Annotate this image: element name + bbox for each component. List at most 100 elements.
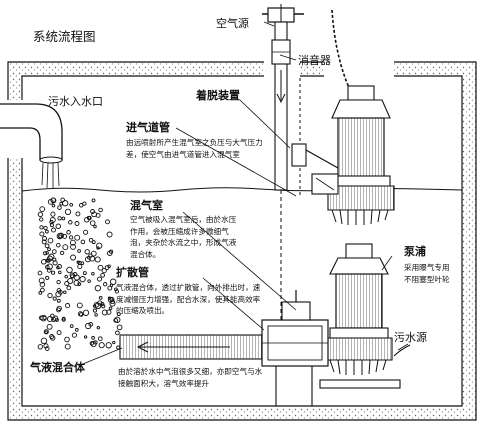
air-bubble <box>105 342 112 349</box>
air-bubble <box>108 306 113 311</box>
air-bubble <box>77 311 83 317</box>
air-bubble <box>107 296 112 300</box>
air-bubble <box>64 280 70 287</box>
air-bubble <box>82 309 90 316</box>
air-bubble <box>74 221 80 226</box>
label-pump: 泵浦 <box>404 245 426 258</box>
air-bubble <box>97 276 102 282</box>
air-bubble <box>87 215 92 221</box>
air-bubble <box>78 312 84 317</box>
air-bubble <box>92 308 97 313</box>
air-bubble <box>43 343 49 349</box>
air-bubble <box>39 231 45 237</box>
air-bubble <box>98 342 105 349</box>
inlet-pipe <box>0 103 63 189</box>
air-bubble <box>46 323 53 330</box>
air-bubble <box>98 207 103 213</box>
air-bubble <box>64 343 71 350</box>
air-bubble <box>52 257 57 262</box>
air-bubble <box>94 313 98 317</box>
air-bubble <box>112 340 116 345</box>
air-bubble <box>44 330 48 334</box>
air-bubble <box>61 317 66 322</box>
upper-aerator <box>291 85 395 225</box>
air-bubble <box>64 208 72 216</box>
air-bubble <box>47 199 54 205</box>
air-bubble <box>57 205 62 210</box>
air-bubble <box>101 304 106 309</box>
air-bubble <box>116 312 121 317</box>
desc-diffuser: 气液混合体，透过扩散管，向外排出时，速度减慢压力增强，配合水深，使其能高效率的压… <box>116 283 261 315</box>
air-bubble <box>69 239 76 246</box>
air-bubble <box>40 337 48 345</box>
air-bubble <box>94 302 102 310</box>
label-muffler: 消音器 <box>298 54 331 67</box>
air-bubble <box>68 235 74 240</box>
air-bubble <box>62 244 69 251</box>
air-bubble <box>109 278 117 286</box>
air-bubble <box>46 263 53 270</box>
air-bubble <box>91 271 95 276</box>
air-bubble <box>79 276 86 283</box>
label-diffuser: 扩散管 <box>116 266 149 279</box>
air-bubble <box>91 211 97 218</box>
air-bubble <box>41 239 47 245</box>
desc-pump: 采用曝气专用不阻塞型叶轮 <box>404 263 450 284</box>
air-bubble <box>101 309 108 316</box>
air-bubble <box>39 281 46 288</box>
air-bubble <box>56 305 62 312</box>
air-bubble <box>83 335 88 339</box>
guide-chain <box>299 9 353 195</box>
air-bubble <box>37 344 43 350</box>
air-bubble <box>87 279 91 283</box>
air-bubble <box>64 274 68 279</box>
air-bubble <box>62 200 69 207</box>
air-bubble <box>39 225 44 230</box>
lower-pump <box>319 243 411 389</box>
air-bubble <box>105 219 110 225</box>
air-bubble <box>94 285 102 292</box>
label-sewage-source: 污水源 <box>394 331 427 344</box>
desc-mixing-chamber: 空气被吸入混气室后，由於水压作用，会被压缩成许多微细气泡，夹杂於水流之中，形成气… <box>130 215 237 259</box>
diffuser-pipe <box>119 290 329 406</box>
air-bubble <box>57 216 62 221</box>
label-mixing-chamber: 混气室 <box>130 199 163 212</box>
air-bubble <box>67 277 74 285</box>
air-bubble <box>115 330 120 336</box>
air-bubble <box>82 201 87 206</box>
air-bubble <box>76 302 83 309</box>
air-bubble <box>59 250 65 256</box>
air-bubble <box>96 326 100 330</box>
air-bubble <box>97 264 104 271</box>
air-bubble <box>107 297 114 303</box>
leader-lines <box>77 21 409 367</box>
air-bubble <box>65 303 71 309</box>
label-air-pipe: 进气道管 <box>126 121 170 134</box>
air-bubble <box>61 216 66 221</box>
air-bubble <box>78 203 84 208</box>
air-bubble <box>107 285 113 291</box>
air-bubble <box>45 229 49 234</box>
air-bubble <box>56 232 63 240</box>
air-bubble <box>64 336 70 343</box>
air-bubble <box>96 246 100 250</box>
air-bubble <box>109 249 114 254</box>
air-bubble <box>42 315 47 320</box>
air-bubble <box>94 256 101 263</box>
air-bubble <box>49 217 56 223</box>
air-bubble <box>40 287 45 293</box>
air-bubble <box>98 296 103 300</box>
air-bubble <box>83 229 89 235</box>
air-bubble <box>69 272 75 278</box>
air-bubble <box>52 296 57 301</box>
air-bubble <box>70 254 77 261</box>
air-bubble <box>84 249 90 255</box>
air-bubble <box>51 270 56 275</box>
air-bubble <box>51 203 56 208</box>
label-coupling-device: 着脱装置 <box>196 89 240 102</box>
air-bubble <box>116 345 121 350</box>
air-bubble <box>49 223 54 228</box>
air-bubble <box>37 270 43 276</box>
air-bubble <box>103 282 108 287</box>
air-bubble <box>60 197 66 203</box>
